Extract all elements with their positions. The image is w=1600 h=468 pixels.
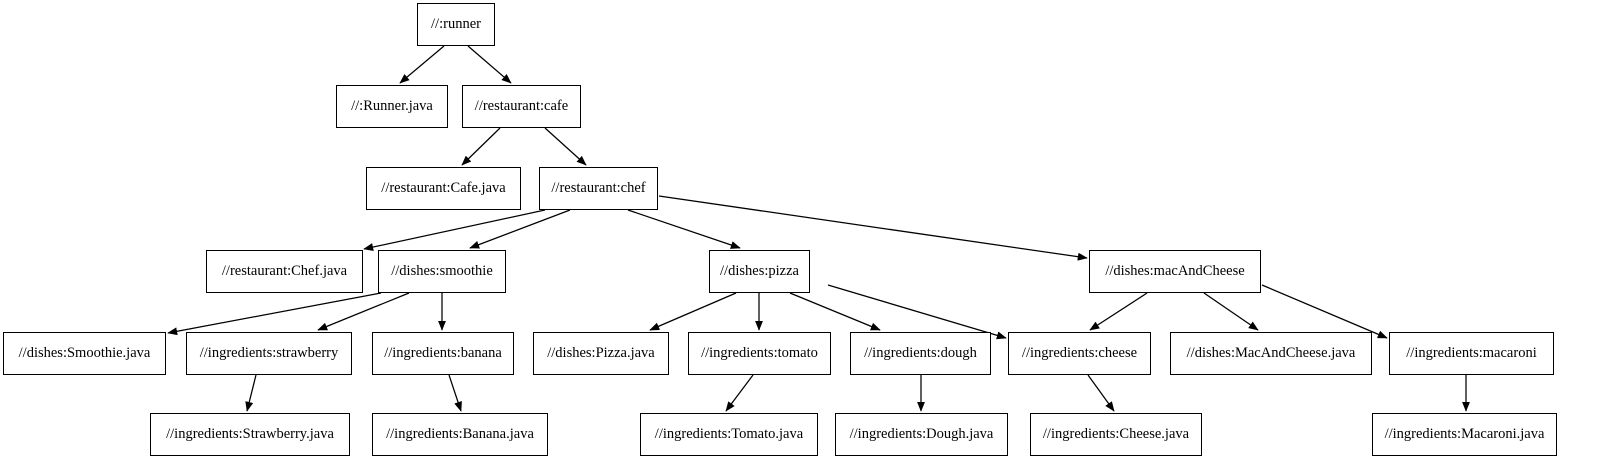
graph-node-ing_strawberry[interactable]: //ingredients:strawberry xyxy=(186,332,352,375)
graph-node-strawberry_java[interactable]: //ingredients:Strawberry.java xyxy=(150,413,350,456)
graph-node-label: //dishes:Pizza.java xyxy=(547,345,655,362)
graph-node-ing_banana[interactable]: //ingredients:banana xyxy=(372,332,514,375)
graph-node-label: //ingredients:tomato xyxy=(701,345,818,362)
graph-node-label: //:Runner.java xyxy=(351,98,433,115)
graph-node-runner[interactable]: //:runner xyxy=(417,3,495,46)
graph-node-label: //ingredients:banana xyxy=(384,345,502,362)
graph-node-tomato_java[interactable]: //ingredients:Tomato.java xyxy=(640,413,818,456)
graph-node-ing_dough[interactable]: //ingredients:dough xyxy=(850,332,991,375)
graph-node-ing_tomato[interactable]: //ingredients:tomato xyxy=(688,332,831,375)
graph-node-label: //ingredients:macaroni xyxy=(1406,345,1537,362)
graph-node-label: //:runner xyxy=(431,16,481,33)
graph-node-ing_macaroni[interactable]: //ingredients:macaroni xyxy=(1389,332,1554,375)
graph-node-label: //dishes:smoothie xyxy=(391,263,493,280)
graph-node-label: //ingredients:dough xyxy=(864,345,977,362)
graph-node-dishes_smoothie[interactable]: //dishes:smoothie xyxy=(378,250,506,293)
graph-node-dishes_macandchs[interactable]: //dishes:macAndCheese xyxy=(1089,250,1261,293)
graph-node-label: //ingredients:Cheese.java xyxy=(1042,426,1190,443)
graph-node-label: //ingredients:Dough.java xyxy=(849,426,994,443)
graph-node-label: //dishes:pizza xyxy=(720,263,799,280)
graph-node-macandcheese_java[interactable]: //dishes:MacAndCheese.java xyxy=(1170,332,1372,375)
graph-node-banana_java[interactable]: //ingredients:Banana.java xyxy=(372,413,548,456)
graph-node-label: //ingredients:Macaroni.java xyxy=(1384,426,1545,443)
graph-node-cafe_java[interactable]: //restaurant:Cafe.java xyxy=(366,167,521,210)
graph-node-dishes_pizza[interactable]: //dishes:pizza xyxy=(709,250,810,293)
graph-node-label: //dishes:macAndCheese xyxy=(1105,263,1245,280)
graph-node-restaurant_chef[interactable]: //restaurant:chef xyxy=(539,167,658,210)
graph-node-label: //restaurant:chef xyxy=(551,180,646,197)
graph-node-pizza_java[interactable]: //dishes:Pizza.java xyxy=(533,332,669,375)
graph-node-label: //dishes:MacAndCheese.java xyxy=(1186,345,1356,362)
graph-node-label: //ingredients:Banana.java xyxy=(386,426,534,443)
graph-node-label: //ingredients:Tomato.java xyxy=(654,426,804,443)
graph-node-label: //dishes:Smoothie.java xyxy=(18,345,151,362)
graph-node-ing_cheese[interactable]: //ingredients:cheese xyxy=(1008,332,1151,375)
graph-node-label: //ingredients:strawberry xyxy=(199,345,339,362)
graph-node-label: //restaurant:cafe xyxy=(474,98,569,115)
graph-node-dough_java[interactable]: //ingredients:Dough.java xyxy=(835,413,1008,456)
graph-node-restaurant_cafe[interactable]: //restaurant:cafe xyxy=(462,85,581,128)
graph-node-macaroni_java[interactable]: //ingredients:Macaroni.java xyxy=(1372,413,1557,456)
graph-node-label: //ingredients:cheese xyxy=(1021,345,1138,362)
graph-node-runner_java[interactable]: //:Runner.java xyxy=(336,85,448,128)
graph-node-label: //restaurant:Cafe.java xyxy=(381,180,506,197)
graph-node-label: //ingredients:Strawberry.java xyxy=(166,426,334,443)
graph-node-smoothie_java[interactable]: //dishes:Smoothie.java xyxy=(3,332,166,375)
graph-node-cheese_java[interactable]: //ingredients:Cheese.java xyxy=(1030,413,1202,456)
graph-node-label: //restaurant:Chef.java xyxy=(221,263,348,280)
graph-node-chef_java[interactable]: //restaurant:Chef.java xyxy=(206,250,363,293)
